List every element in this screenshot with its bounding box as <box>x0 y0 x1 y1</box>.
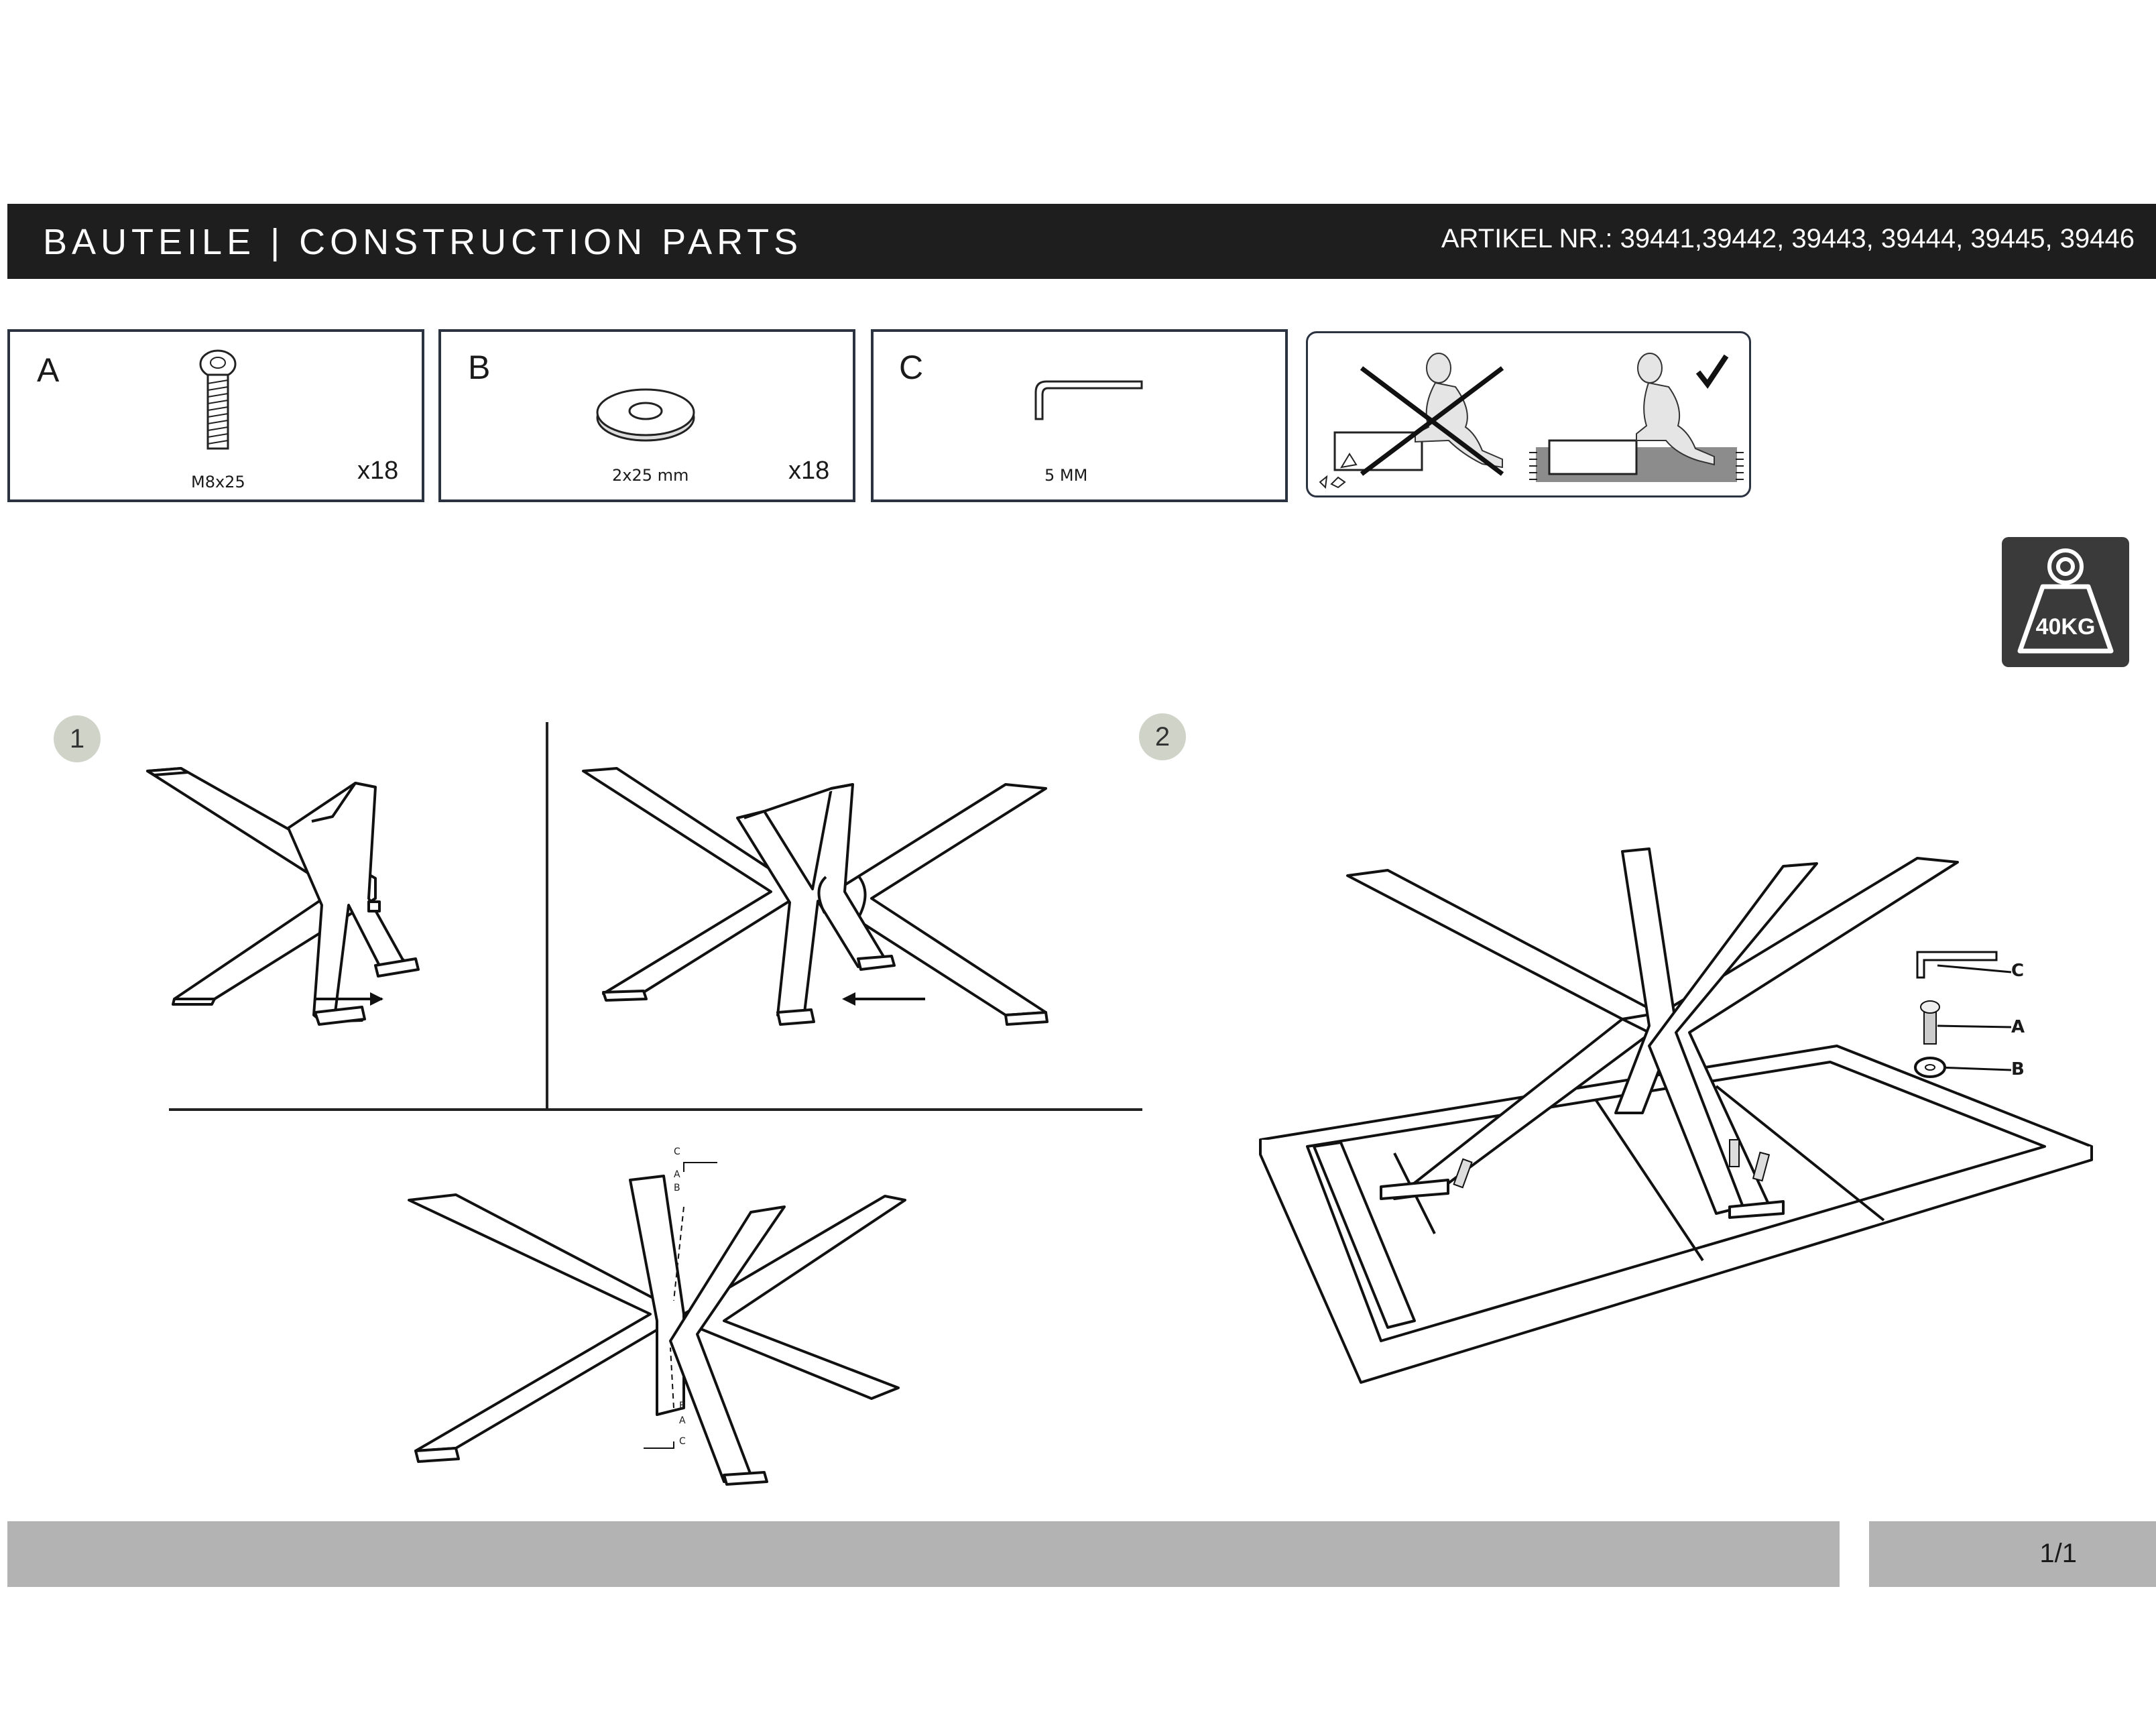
kneeling-person-wrong-icon <box>1319 353 1504 489</box>
leg-assembly-step1a-illustration <box>146 767 420 1026</box>
header-bar <box>7 204 2156 279</box>
callout-a: A <box>2011 1017 2025 1037</box>
page-number: 1/1 <box>2039 1539 2077 1568</box>
callout-b: B <box>2011 1059 2025 1079</box>
footer-bar <box>7 1521 1840 1587</box>
part-box-c: C 5 MM <box>871 329 1288 502</box>
part-letter: C <box>899 349 924 386</box>
allen-key-icon <box>1034 380 1143 420</box>
part-spec: M8x25 <box>191 473 245 491</box>
callout-a-bottom: A <box>679 1415 686 1426</box>
weight-label: 40KG <box>2035 614 2096 640</box>
part-spec: 5 MM <box>1044 466 1088 485</box>
article-numbers: ARTIKEL NR.: 39441,39442, 39443, 39444, … <box>1441 224 2135 253</box>
tabletop-leg-mounting-illustration <box>1259 847 2093 1384</box>
part-quantity: x18 <box>788 457 830 485</box>
callout-c-bottom: C <box>679 1436 686 1447</box>
safety-instruction-box <box>1306 331 1751 497</box>
part-quantity: x18 <box>357 457 399 485</box>
callout-b-top: B <box>674 1183 680 1193</box>
callout-b-bottom: B <box>679 1401 686 1411</box>
footer-page-box <box>1869 1521 2156 1587</box>
callout-c-top: C <box>674 1146 680 1157</box>
washer-icon <box>596 388 695 442</box>
part-spec: 2x25 mm <box>612 466 689 485</box>
step-marker-1: 1 <box>54 715 101 762</box>
bolt-icon <box>199 349 237 450</box>
max-load-badge: 40KG <box>2002 537 2129 667</box>
step-marker-2: 2 <box>1139 713 1186 760</box>
callout-c: C <box>2011 961 2025 981</box>
part-letter: B <box>468 349 491 386</box>
page-title: BAUTEILE | CONSTRUCTION PARTS <box>43 222 803 262</box>
part-box-b: B 2x25 mm x18 <box>438 329 855 502</box>
part-box-a: A M8x25 x18 <box>7 329 424 502</box>
weight-icon <box>2017 548 2114 654</box>
kneeling-person-correct-icon <box>1529 353 1744 482</box>
leg-assembly-step1b-illustration <box>582 767 1049 1026</box>
leg-cross-assembled-illustration <box>408 1162 906 1486</box>
callout-a-top: A <box>674 1169 680 1180</box>
part-letter: A <box>37 351 60 389</box>
